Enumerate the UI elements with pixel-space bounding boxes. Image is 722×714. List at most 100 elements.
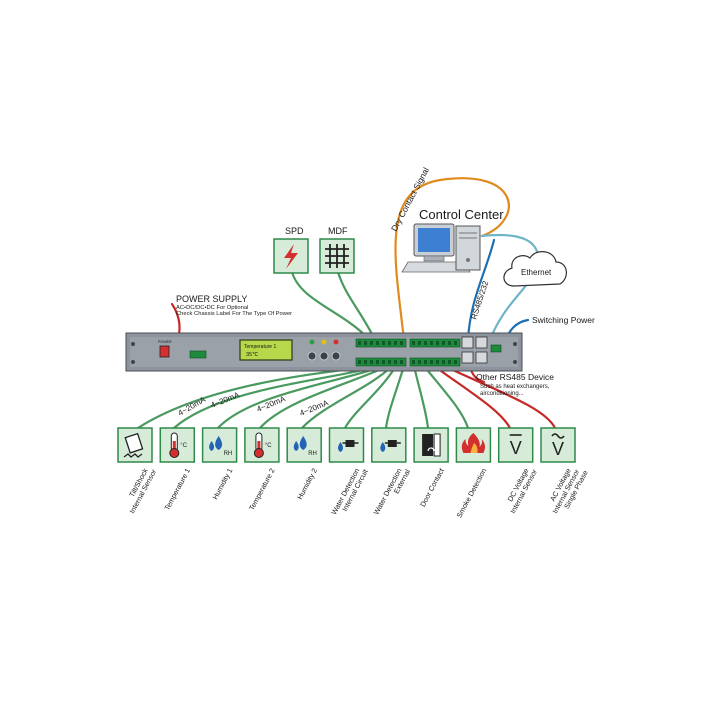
ethernet-cloud-icon — [503, 251, 567, 287]
power-supply-title: POWER SUPPLY — [176, 294, 247, 304]
mdf-block: MDF — [319, 226, 355, 274]
sensor-label: Temperature 2 — [247, 467, 277, 512]
ethernet-label: Ethernet — [521, 268, 552, 277]
wire-water1 — [343, 364, 398, 430]
door-icon — [422, 433, 441, 457]
wire-temp2 — [258, 364, 390, 430]
spd-label: SPD — [285, 226, 304, 236]
thermometer-icon: °C — [169, 432, 188, 458]
grid-icon — [325, 244, 349, 268]
rs485-label: RS485/232 — [469, 279, 490, 320]
other-rs485-title: Other RS485 Device — [476, 372, 554, 382]
rj45-port — [461, 336, 474, 349]
water-detection-icon — [380, 440, 401, 452]
sensor-glyph: RH — [224, 451, 233, 457]
lcd-line1: Temperature 1 — [244, 344, 276, 350]
led-green — [309, 339, 315, 345]
terminal-blocks — [355, 338, 461, 367]
wire-hum2 — [300, 364, 394, 430]
sensor-glyph: °C — [180, 443, 187, 449]
terminal-block — [355, 338, 407, 348]
rj45-ports — [461, 336, 502, 364]
rj45-port — [475, 351, 488, 364]
wire-smoke — [422, 364, 470, 430]
other-rs485-line2: airconditioning... — [480, 391, 524, 397]
power-supply-line2: Check Chassis Label For The Type Of Powe… — [176, 311, 292, 317]
wire-hum1 — [216, 364, 386, 430]
humidity-icon: RH — [209, 436, 232, 457]
sensor-glyph: RH — [308, 451, 317, 457]
other-rs485-line1: Such as heat exchangers, — [480, 384, 550, 390]
sensor-tile: °C Temperature 1 — [159, 427, 196, 512]
sensor-label: Humidity 2 — [295, 467, 319, 501]
water-detection-icon — [338, 440, 359, 452]
led-red — [333, 339, 339, 345]
power-supply-line1: AC•DC/DC•DC For Optional — [176, 305, 248, 311]
sensor-tile-box — [201, 427, 238, 463]
sensor-tile: Smoke Detection — [455, 427, 492, 520]
wire-ac — [442, 364, 557, 430]
current-label: 4~20mA — [177, 395, 208, 418]
sensor-tile: RH Humidity 1 — [201, 427, 238, 501]
tilt-icon — [123, 432, 144, 458]
lcd-line2: 35℃ — [246, 352, 259, 358]
led-yellow — [321, 339, 327, 345]
sensor-tile: RH Humidity 2 — [286, 427, 322, 501]
sensor-label: Temperature 1 — [162, 467, 192, 512]
sensor-label: Door Contact — [418, 467, 446, 509]
lightning-icon — [284, 244, 298, 269]
sensor-tile: Door Contact — [413, 427, 449, 509]
mdf-label: MDF — [328, 226, 348, 236]
switching-power-label: Switching Power — [532, 315, 595, 325]
wire-spd — [290, 270, 370, 340]
wire-mdf — [336, 270, 376, 340]
power-switch-label: POWER — [158, 340, 172, 344]
sensor-tile-box — [413, 427, 449, 463]
thermometer-icon: °C — [253, 432, 272, 458]
lcd-display — [239, 339, 293, 361]
sensor-tile: °C Temperature 2 — [244, 427, 280, 512]
sensor-label: Smoke Detection — [455, 467, 489, 520]
dc-voltage-icon: V — [510, 434, 522, 458]
sensor-glyph: V — [510, 438, 522, 458]
sensor-label: Humidity 1 — [210, 467, 234, 501]
wire-water2 — [384, 364, 406, 430]
control-center-title: Control Center — [419, 207, 504, 222]
sensor-glyph: °C — [265, 443, 272, 449]
ac-voltage-icon: V — [551, 433, 565, 459]
terminal-block — [409, 338, 461, 348]
wire-door — [412, 364, 430, 430]
wire-rs485 — [466, 238, 496, 342]
sensor-tile-box — [540, 427, 576, 463]
humidity-icon: RH — [293, 436, 317, 457]
power-terminal — [189, 350, 207, 359]
current-loop-labels: 4~20mA 4~20mA 4~20mA 4~20mA — [177, 390, 331, 418]
spd-block: SPD — [273, 226, 309, 274]
button-left[interactable] — [307, 351, 317, 361]
smoke-icon — [461, 433, 485, 453]
button-right[interactable] — [331, 351, 341, 361]
wire-dc — [432, 364, 512, 430]
other-rs485-note: Other RS485 Device Such as heat exchange… — [476, 372, 554, 397]
wire-dry-contact — [394, 177, 510, 342]
power-switch[interactable] — [159, 345, 170, 358]
sensor-glyph: V — [552, 439, 564, 459]
sensor-tile-box — [497, 427, 534, 463]
button-center[interactable] — [319, 351, 329, 361]
power-supply-note: POWER SUPPLY AC•DC/DC•DC For Optional Ch… — [176, 294, 292, 317]
dry-contact-label: Dry Contact Signal — [389, 166, 431, 233]
rj45-port — [461, 351, 474, 364]
terminal-block — [355, 357, 407, 367]
rack-device: POWER Temperature 1 35℃ — [125, 332, 523, 372]
current-label: 4~20mA — [209, 390, 241, 410]
computer-icon — [401, 223, 481, 273]
terminal-block — [409, 357, 461, 367]
